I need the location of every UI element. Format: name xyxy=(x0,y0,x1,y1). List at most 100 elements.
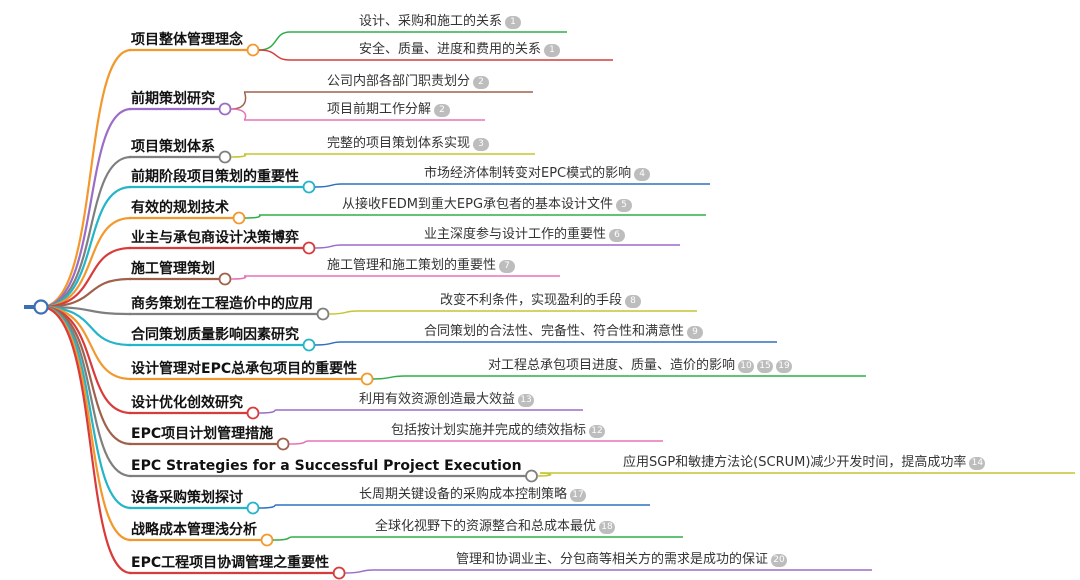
branch-label[interactable]: 前期阶段项目策划的重要性 xyxy=(131,169,299,185)
branch-link xyxy=(40,246,132,309)
reference-badge[interactable]: 8 xyxy=(625,295,642,308)
branch-label[interactable]: 设备采购策划探讨 xyxy=(131,490,243,506)
branch-node xyxy=(218,272,232,286)
leaf-link xyxy=(272,536,293,541)
leaf-link xyxy=(314,244,342,249)
reference-badge[interactable]: 18 xyxy=(599,521,616,534)
leaf-link xyxy=(258,409,277,414)
leaf-text: 利用有效资源创造最大效益 xyxy=(359,392,516,407)
branch-label[interactable]: EPC工程项目协调管理之重要性 xyxy=(131,555,330,571)
branch-node xyxy=(525,469,538,483)
leaf-link xyxy=(230,108,247,121)
reference-badge[interactable]: 2 xyxy=(434,104,451,117)
leaf-text: 项目前期工作分解 xyxy=(327,102,432,117)
branch-link xyxy=(40,277,132,309)
leaf-text: 合同策划的合法性、完备性、符合性和满意性 xyxy=(424,324,685,339)
leaf-text: 设计、采购和施工的关系 xyxy=(359,14,503,29)
leaf-text: 包括按计划实施并完成的绩效指标 xyxy=(391,423,587,438)
branch-label[interactable]: 商务策划在工程造价中的应用 xyxy=(131,296,313,312)
branch-link xyxy=(40,305,132,542)
branch-link xyxy=(40,48,132,309)
branch-label[interactable]: 设计优化创效研究 xyxy=(131,395,243,411)
branch-label[interactable]: 项目策划体系 xyxy=(131,139,215,155)
leaf-text: 改变不利条件，实现盈利的手段 xyxy=(440,293,623,308)
reference-badge[interactable]: 13 xyxy=(518,394,535,407)
reference-badge[interactable]: 6 xyxy=(609,229,626,242)
branch-link xyxy=(40,155,132,309)
branch-link xyxy=(40,185,132,309)
leaf-text: 安全、质量、进度和费用的关系 xyxy=(359,42,542,57)
leaf-link xyxy=(373,375,406,380)
leaf-text: 完整的项目策划体系实现 xyxy=(327,136,471,151)
reference-badge[interactable]: 12 xyxy=(589,425,606,438)
branch-label[interactable]: 设计管理对EPC总承包项目的重要性 xyxy=(131,361,358,377)
branch-node xyxy=(302,338,316,352)
reference-badge[interactable]: 10 xyxy=(738,360,755,373)
reference-badge[interactable]: 2 xyxy=(473,76,490,89)
leaf-text: 施工管理和施工策划的重要性 xyxy=(327,258,497,273)
branch-label[interactable]: 合同策划质量影响因素研究 xyxy=(131,327,299,343)
branch-label[interactable]: 业主与承包商设计决策博弈 xyxy=(131,230,299,246)
branch-node xyxy=(246,43,260,57)
reference-badge[interactable]: 4 xyxy=(634,168,651,181)
reference-badge[interactable]: 14 xyxy=(969,457,986,470)
branch-label[interactable]: 前期策划研究 xyxy=(131,91,215,107)
leaf-link xyxy=(230,91,247,110)
reference-badge[interactable]: 9 xyxy=(687,326,704,339)
reference-badge[interactable]: 7 xyxy=(499,260,516,273)
leaf-link xyxy=(258,504,277,509)
leaf-text: 应用SGP和敏捷方法论(SCRUM)减少开发时间，提高成功率 xyxy=(623,455,967,470)
leaf-text: 对工程总承包项目进度、质量、造价的影响 xyxy=(488,358,736,373)
branch-link xyxy=(40,305,132,575)
branch-node xyxy=(232,211,246,225)
branch-label[interactable]: 施工管理策划 xyxy=(131,261,215,277)
leaf-text: 管理和协调业主、分包商等相关方的需求是成功的保证 xyxy=(456,552,769,567)
branch-node xyxy=(316,307,330,321)
reference-badge[interactable]: 5 xyxy=(616,199,633,212)
reference-badge[interactable]: 15 xyxy=(757,360,774,373)
branch-label[interactable]: 有效的规划技术 xyxy=(131,200,229,216)
leaf-link xyxy=(258,49,291,61)
branch-label[interactable]: 项目整体管理理念 xyxy=(131,32,243,48)
leaf-link xyxy=(314,183,342,188)
reference-badge[interactable]: 20 xyxy=(771,554,788,567)
reference-badge[interactable]: 1 xyxy=(544,44,561,57)
branch-label[interactable]: EPC Strategies for a Successful Project … xyxy=(131,458,522,474)
branch-label[interactable]: 战略成本管理浅分析 xyxy=(131,522,257,538)
branch-link xyxy=(40,216,132,309)
reference-badge[interactable]: 17 xyxy=(570,489,587,502)
leaf-text: 公司内部各部门职责划分 xyxy=(327,74,471,89)
leaf-link xyxy=(244,214,261,219)
branch-node xyxy=(218,102,232,116)
branch-node xyxy=(260,533,274,547)
reference-badge[interactable]: 1 xyxy=(505,16,522,29)
reference-badge[interactable]: 19 xyxy=(776,360,793,373)
leaf-link xyxy=(289,440,309,445)
reference-badge[interactable]: 3 xyxy=(473,138,490,151)
branch-label[interactable]: EPC项目计划管理措施 xyxy=(131,426,274,442)
root-node xyxy=(33,299,49,315)
leaf-text: 市场经济体制转变对EPC模式的影响 xyxy=(424,166,632,181)
leaf-link xyxy=(345,569,374,574)
leaf-text: 全球化视野下的资源整合和总成本最优 xyxy=(375,519,597,534)
